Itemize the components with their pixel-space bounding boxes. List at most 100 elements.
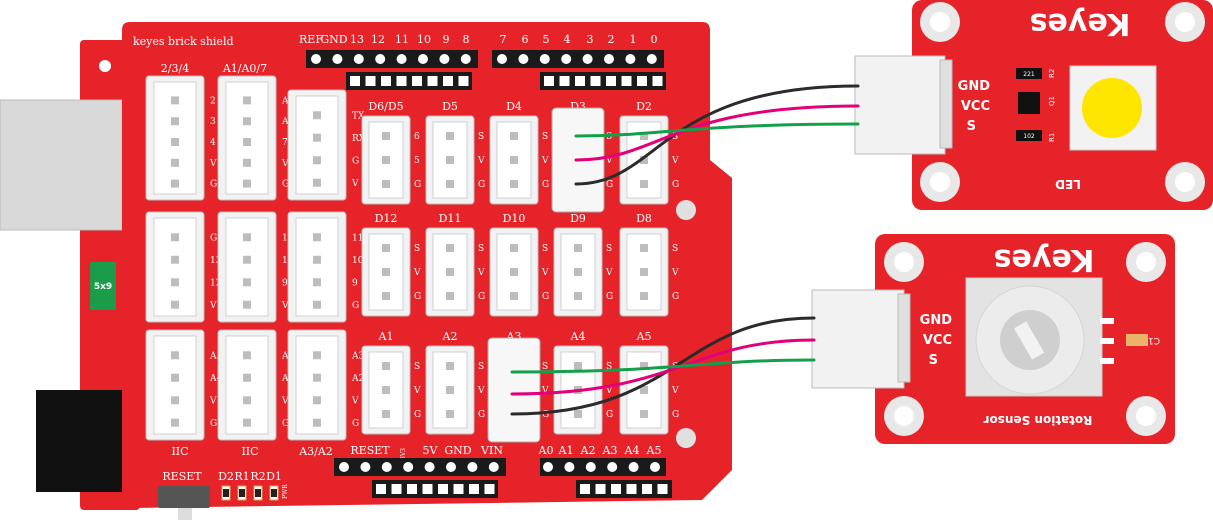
a3-a2-label: A3/A2 (298, 445, 333, 458)
connector-label: D6/D5 (368, 100, 403, 113)
pin-label: G (672, 180, 679, 190)
header-pin (582, 54, 593, 64)
header-pin (488, 462, 499, 472)
led-module-pcb (912, 0, 1213, 210)
pin-label: S (414, 362, 420, 372)
top-header-label: 4 (564, 33, 571, 46)
dc-jack (36, 390, 126, 492)
header-pin (559, 76, 570, 86)
bottom-headers (334, 458, 672, 498)
header-pin (564, 462, 575, 472)
connector-pin (382, 132, 390, 140)
connector-pin (313, 111, 321, 120)
header-pin (375, 54, 386, 64)
led-label: D1 (266, 470, 282, 483)
top-header-label: 12 (371, 33, 385, 46)
connector-pin (446, 156, 454, 164)
header-pin (443, 76, 453, 86)
top-header-label: 11 (395, 33, 409, 46)
reset-button-cap (178, 508, 192, 520)
connector-pin (313, 255, 321, 264)
plug-a3 (487, 337, 541, 443)
header-pin (381, 76, 391, 86)
svg-text:C1: C1 (1148, 335, 1160, 345)
smd-resistor-r2 (1016, 68, 1042, 79)
pin-label: S (672, 132, 678, 142)
reset-button[interactable] (158, 486, 210, 508)
arduino-base-board: 5x9 (0, 40, 140, 510)
connector-pin (574, 268, 582, 276)
pin-label: A5 (209, 351, 222, 361)
connector-pin (446, 362, 454, 370)
pin-label: 3 (210, 117, 216, 127)
top-header-label: GND (320, 33, 347, 46)
connector-pin (243, 373, 251, 382)
pin-label: G (478, 292, 485, 302)
connector-pin (243, 117, 251, 126)
connector-pin (313, 351, 321, 360)
rot-pin-gnd: GND (920, 313, 953, 328)
top-header-label: 9 (443, 33, 450, 46)
pin-label: G (414, 180, 421, 190)
pin-label: G (542, 292, 549, 302)
pin-label: V (209, 159, 217, 169)
header-pin (424, 462, 435, 472)
header-pin (446, 462, 456, 472)
header-pin (646, 54, 657, 64)
pin-label: S (606, 244, 612, 254)
pin-label: V (671, 268, 679, 278)
pin-label: 9 (352, 278, 358, 288)
pin-label: V (351, 179, 359, 189)
connector-pin (171, 96, 179, 105)
header-pin (469, 484, 479, 494)
pin-label: S (606, 362, 612, 372)
reset-label: RESET (162, 470, 202, 483)
analog-header (540, 458, 666, 476)
pin-label: G (672, 292, 679, 302)
header-pin (396, 76, 407, 86)
pwr-label: PWR (282, 484, 289, 499)
bottom-header-label: GND (444, 444, 471, 457)
connector-pin (171, 233, 179, 242)
connector-pin (640, 156, 648, 164)
pin-label: V (671, 156, 679, 166)
header-pin (381, 462, 392, 472)
iic-label: IIC (241, 445, 258, 458)
connector-pin (382, 386, 390, 394)
header-pin (350, 76, 360, 86)
led-module: Keyes LED GND VCC S 221 R2 Q1 102 R1 (854, 0, 1213, 210)
header-pin (611, 484, 621, 494)
connector-label: A4 (570, 330, 586, 343)
bottom-header-label: 5V (423, 444, 439, 457)
bottom-header-label: A1 (558, 444, 574, 457)
connector-pin (640, 268, 648, 276)
connector-pin (243, 158, 251, 167)
connector-pin (510, 156, 518, 164)
pin-label: V (281, 159, 289, 169)
connector-pin (313, 156, 321, 165)
svg-text:R1: R1 (1048, 133, 1056, 142)
header-pin (543, 462, 553, 472)
top-header-label: REF (299, 33, 323, 46)
led-label: R1 (234, 470, 249, 483)
bottom-header-label: A2 (580, 444, 596, 457)
header-row (540, 72, 666, 90)
shield-title: keyes brick shield (133, 35, 234, 48)
bottom-header-label: A0 (538, 444, 554, 457)
top-header-label: 2 (608, 33, 615, 46)
wire-vcc-led (574, 104, 860, 162)
led-pin-gnd: GND (958, 79, 991, 94)
rotation-module-connector (811, 289, 905, 389)
connector-pin (243, 179, 251, 188)
connector-pin (171, 179, 179, 188)
rot-pin-vcc: VCC (923, 333, 952, 348)
pin-label: V (477, 268, 485, 278)
header-pin (391, 484, 402, 494)
connector-pin (640, 410, 648, 418)
header-pin (626, 484, 637, 494)
pin-label: S (478, 244, 484, 254)
connector-pin (313, 418, 321, 427)
pin-label: G (210, 419, 217, 429)
pin-label: V (281, 396, 289, 406)
connector-pin (313, 300, 321, 309)
